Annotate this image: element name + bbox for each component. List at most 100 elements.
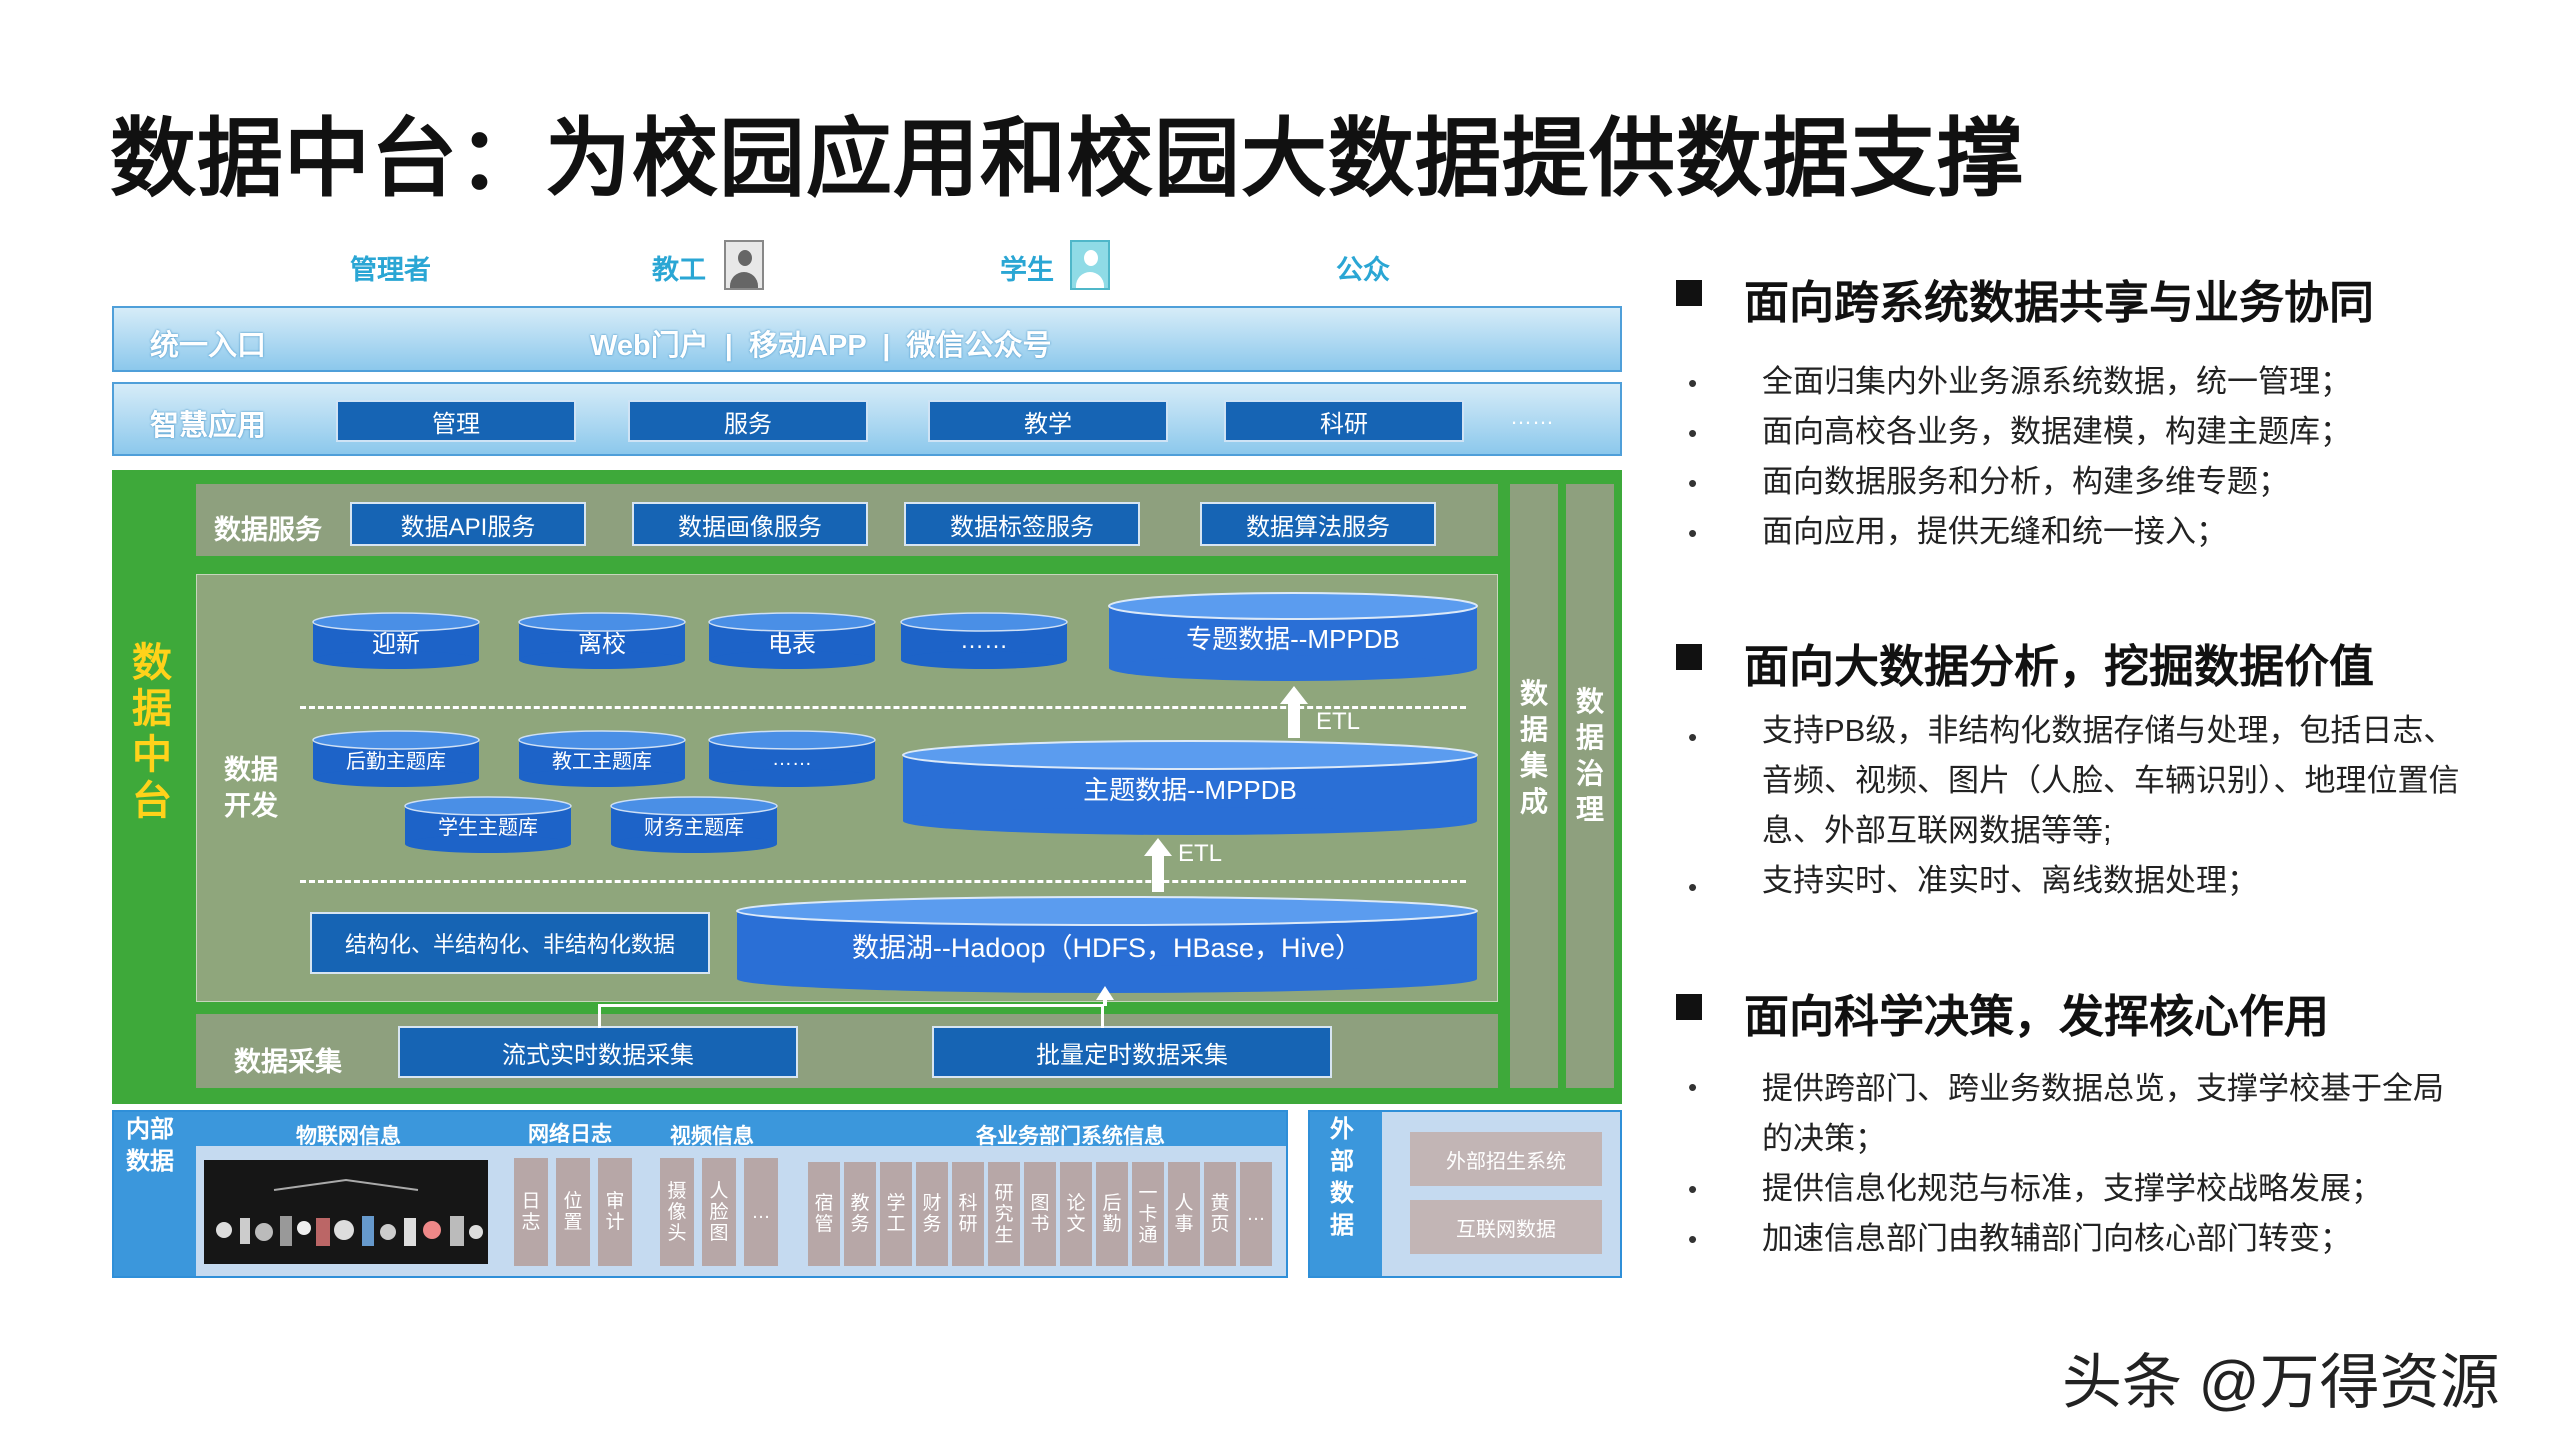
tile-audit: 审计 [598, 1158, 632, 1266]
db-cylinder-logistics: 后勤主题库 [312, 730, 480, 788]
etl-label-bottom: ETL [1178, 840, 1223, 867]
section-2-bullet-dot: • [1688, 722, 1698, 752]
dashed-divider-bottom [300, 880, 1466, 883]
internal-data-label: 内部数据 [126, 1116, 174, 1175]
section-3-bullet-2: 提供信息化规范与标准，支撑学校战略发展； [1762, 1171, 2382, 1206]
db-label-logistics: 后勤主题库 [346, 750, 446, 773]
etl-label-top: ETL [1316, 708, 1361, 735]
data-dev-label: 数据开发 [224, 755, 278, 821]
entry-channels: Web门户 | 移动APP | 微信公众号 [590, 330, 1052, 362]
db-label-more: …… [960, 627, 1008, 654]
service-tag: 数据标签服务 [904, 502, 1140, 546]
db-cylinder-finance: 财务主题库 [610, 796, 778, 854]
internal-header-strip [196, 1112, 1286, 1146]
section-1-bullet-dot: • [1688, 468, 1698, 498]
theme-data-mppdb-cylinder: 主题数据--MPPDB [902, 740, 1478, 836]
db-cylinder-student: 学生主题库 [404, 796, 572, 854]
service-api: 数据API服务 [350, 502, 586, 546]
app-more: …… [1510, 404, 1554, 429]
section-3-bullet-1: 提供跨部门、跨业务数据总览，支撑学校基于全局的决策； [1762, 1071, 2444, 1156]
role-admin: 管理者 [350, 255, 431, 285]
section-3-square-icon [1676, 994, 1702, 1020]
tile-student-affairs: 学工 [880, 1162, 912, 1266]
tile-video-more: … [744, 1158, 778, 1266]
collect-arrow-shaft [1103, 998, 1107, 1006]
db-cylinder-staff: 教工主题库 [518, 730, 686, 788]
data-platform-title: 数据中台 [132, 641, 172, 823]
external-data-label-bg [1310, 1112, 1382, 1276]
section-2-bullet-1: 支持PB级，非结构化数据存储与处理，包括日志、音频、视频、图片（人脸、车辆识别）… [1762, 713, 2460, 848]
app-chip-service: 服务 [628, 400, 868, 442]
db-cylinder-meter: 电表 [708, 612, 876, 670]
video-header: 视频信息 [670, 1125, 754, 1148]
special-data-label: 专题数据--MPPDB [1186, 623, 1400, 654]
section-3-bullet-dot: • [1688, 1174, 1698, 1204]
db-cylinder-leave: 离校 [518, 612, 686, 670]
section-2-bullet-dot: • [1688, 872, 1698, 902]
section-3-bullet-dot: • [1688, 1224, 1698, 1254]
tile-card: 一卡通 [1132, 1162, 1164, 1266]
app-chip-management: 管理 [336, 400, 576, 442]
data-collect-label: 数据采集 [234, 1047, 342, 1077]
section-1-bullet-dot: • [1688, 518, 1698, 548]
smart-apps-bar: 智慧应用 管理 服务 教学 科研 …… [112, 382, 1622, 456]
theme-data-label: 主题数据--MPPDB [1083, 774, 1297, 805]
section-1-bullet-3: 面向数据服务和分析，构建多维专题； [1762, 464, 2289, 499]
etl-arrow-bottom-head [1144, 838, 1172, 856]
etl-arrow-top-head [1280, 686, 1308, 704]
section-3-bullet-3: 加速信息部门由教辅部门向核心部门转变； [1762, 1221, 2351, 1256]
section-1-bullet-2: 面向高校各业务，数据建模，构建主题库； [1762, 414, 2351, 449]
section-2-bullet-2: 支持实时、准实时、离线数据处理； [1762, 863, 2258, 898]
data-lake-label: 数据湖--Hadoop（HDFS，HBase，Hive） [851, 932, 1363, 963]
tile-graduate: 研究生 [988, 1162, 1020, 1266]
business-header: 各业务部门系统信息 [976, 1125, 1165, 1148]
service-algorithm: 数据算法服务 [1200, 502, 1436, 546]
smart-apps-label: 智慧应用 [150, 410, 267, 442]
db-cylinder-more: …… [900, 612, 1068, 670]
tile-camera: 摄像头 [660, 1158, 694, 1266]
tile-dorm: 宿管 [808, 1162, 840, 1266]
tile-yellowpage: 黄页 [1204, 1162, 1236, 1266]
dashed-divider-top [300, 706, 1466, 709]
student-avatar-icon [1070, 240, 1110, 290]
tile-location: 位置 [556, 1158, 590, 1266]
section-2-square-icon [1676, 644, 1702, 670]
data-integration-column [1510, 484, 1558, 1088]
app-chip-teaching: 教学 [928, 400, 1168, 442]
db-label-finance: 财务主题库 [644, 816, 744, 839]
special-data-mppdb-cylinder: 专题数据--MPPDB [1108, 592, 1478, 682]
data-governance-label: 数据治理 [1575, 686, 1604, 825]
tile-finance: 财务 [916, 1162, 948, 1266]
role-student: 学生 [1000, 255, 1054, 285]
etl-arrow-top-shaft [1288, 702, 1300, 738]
role-public: 公众 [1336, 255, 1390, 285]
tile-library: 图书 [1024, 1162, 1056, 1266]
section-1-bullet-1: 全面归集内外业务源系统数据，统一管理； [1762, 364, 2351, 399]
db-label-student: 学生主题库 [438, 816, 538, 839]
external-data-label: 外部数据 [1330, 1116, 1354, 1239]
section-1-bullet-dot: • [1688, 418, 1698, 448]
stream-collect-box: 流式实时数据采集 [398, 1026, 798, 1078]
page-title: 数据中台：为校园应用和校园大数据提供数据支撑 [110, 111, 2024, 207]
tile-academic: 教务 [844, 1162, 876, 1266]
data-governance-column [1566, 484, 1614, 1088]
role-staff: 教工 [652, 255, 706, 285]
db-cylinder-welcome: 迎新 [312, 612, 480, 670]
tile-logistics: 后勤 [1096, 1162, 1128, 1266]
section-1-square-icon [1676, 280, 1702, 306]
iot-header: 物联网信息 [296, 1125, 401, 1148]
tile-thesis: 论文 [1060, 1162, 1092, 1266]
tile-research: 科研 [952, 1162, 984, 1266]
db-label-theme-more: …… [772, 747, 812, 770]
watermark: 头条 @万得资源 [2062, 1349, 2500, 1416]
db-label-welcome: 迎新 [372, 630, 420, 658]
raw-data-box: 结构化、半结构化、非结构化数据 [310, 912, 710, 974]
section-1-bullet-dot: • [1688, 368, 1698, 398]
db-cylinder-theme-more: …… [708, 730, 876, 788]
service-portrait: 数据画像服务 [632, 502, 868, 546]
tile-hr: 人事 [1168, 1162, 1200, 1266]
tile-face: 人脸图 [702, 1158, 736, 1266]
netlog-header: 网络日志 [528, 1123, 612, 1146]
collect-connector [598, 1004, 1104, 1028]
section-1-bullet-4: 面向应用，提供无缝和统一接入； [1762, 514, 2227, 549]
